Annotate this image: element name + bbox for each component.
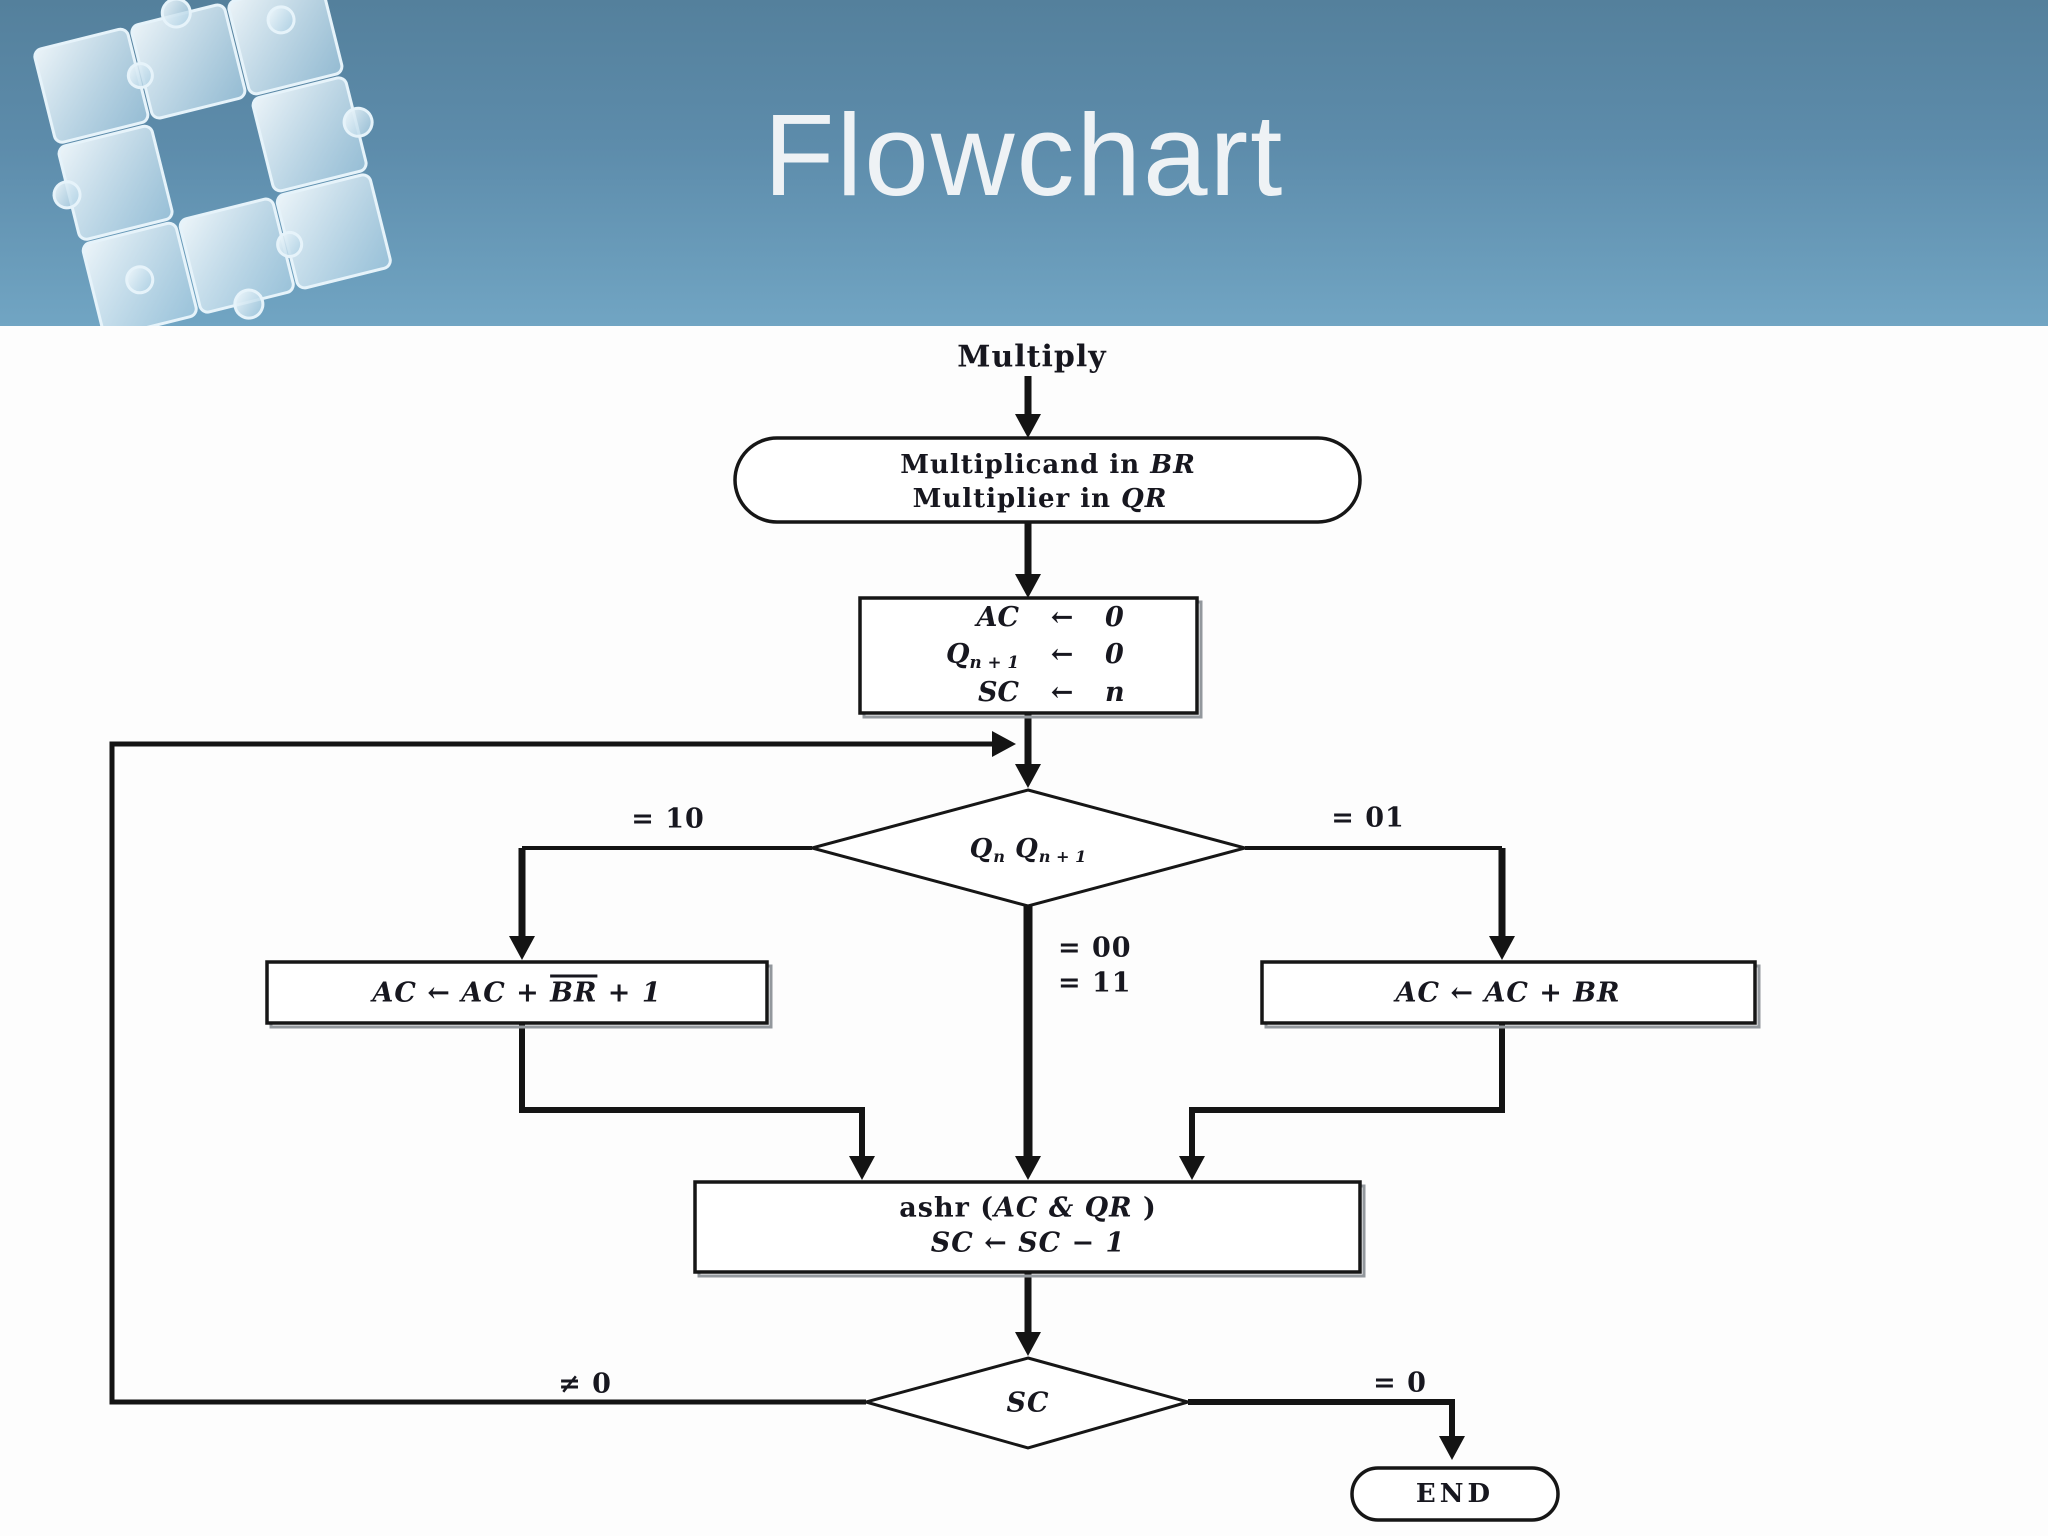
assign-arrow: ← [1050,602,1074,634]
page-title: Flowchart [763,90,1285,220]
slide-header: Flowchart [0,0,2048,326]
puzzle-piece [227,0,344,96]
start-label: Multiply [957,339,1107,375]
decision2-shape [860,1356,1194,1450]
connector-lines [109,376,1506,1444]
init-row-lhs: SC [978,676,1019,708]
puzzle-knob [266,5,296,35]
init-row-lhs: AC [976,602,1019,634]
puzzle-knob [160,0,192,29]
left-box-shape [265,960,769,1025]
assign-arrow: ← [1050,639,1074,671]
decision1-label: Qn Qn + 1 [969,834,1087,866]
init-box-shape [858,596,1199,715]
arrowheads [509,414,1515,1460]
puzzle-knob [126,62,154,90]
terminator-line2-var: QR [1121,484,1168,514]
decision1-shape [806,788,1251,908]
shift-box-line1: ashr (AC & QR ) [899,1192,1157,1224]
puzzle-graphic [33,0,392,326]
branch-label-zero: = 0 [1373,1367,1427,1399]
terminator-line2: Multiplier in QR [913,484,1168,514]
puzzle-knob [125,265,155,295]
init-row: SC ← n [870,677,1190,710]
end-shape [1350,1466,1560,1522]
puzzle-knob [276,230,304,258]
init-row-value: n [1105,676,1125,708]
branch-label-00: = 00 [1058,932,1132,964]
puzzle-knob [233,288,265,320]
init-row: Qn + 1 ← 0 [870,639,1190,672]
decision2-label: SC [1006,1387,1050,1419]
branch-label-01: = 01 [1331,802,1405,834]
right-box-text: AC ← AC + BR [1395,977,1621,1009]
puzzle-knob [52,180,82,210]
terminator-line1: Multiplicand in BR [900,450,1196,480]
branch-label-11: = 11 [1058,967,1132,999]
shift-box-shape [693,1180,1362,1274]
init-row-value: 0 [1105,639,1124,671]
init-row-lhs: Qn + 1 [945,639,1019,673]
right-box-shape [1260,960,1757,1025]
puzzle-knob [342,106,374,138]
node-shapes [265,436,1761,1522]
assign-arrow: ← [1050,676,1074,708]
end-label: END [1415,1479,1495,1509]
branch-label-nonzero: ≠ 0 [558,1368,612,1400]
init-box-text: AC ← 0 Qn + 1 ← 0 SC ← n [870,600,1190,712]
terminator-shape [733,436,1362,524]
terminator-line2-text: Multiplier in [912,484,1122,514]
branch-label-10: = 10 [631,803,705,835]
shift-box-line2: SC ← SC − 1 [930,1227,1126,1259]
init-row: AC ← 0 [870,602,1190,635]
terminator-line1-text: Multiplicand in [900,450,1151,480]
init-row-value: 0 [1105,602,1124,634]
overlined-BR: BR [550,977,598,1009]
terminator-line1-var: BR [1150,450,1196,480]
left-box-text: AC ← AC + BR + 1 [372,977,662,1009]
